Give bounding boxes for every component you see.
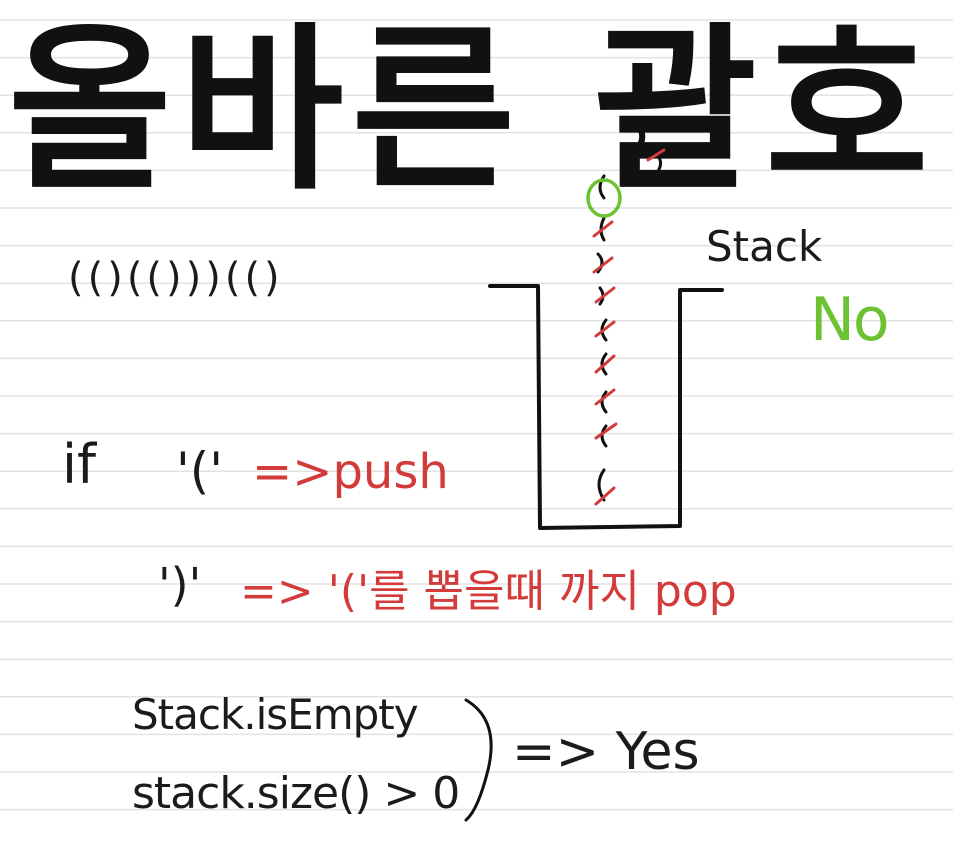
condition-size: stack.size() > 0 — [132, 768, 460, 819]
strike-marks — [592, 148, 666, 506]
push-action: =>push — [252, 444, 449, 500]
title-comma — [633, 125, 646, 153]
page-title: 올바른 괄호 — [8, 7, 937, 214]
condition-isempty: Stack.isEmpty — [132, 690, 419, 739]
stack-label: Stack — [706, 222, 823, 271]
pop-action: => '('를 뽑을때 까지 pop — [240, 566, 737, 617]
stack-container — [488, 284, 724, 530]
example-sequence: (()(()))(() — [68, 255, 284, 301]
if-label: if — [62, 433, 97, 496]
no-verdict: No — [810, 285, 890, 355]
condition-brace — [464, 698, 493, 822]
yes-result: => Yes — [512, 722, 700, 782]
top-element-circle — [586, 178, 622, 218]
open-char: '(' — [176, 442, 223, 500]
close-char: ')' — [158, 558, 202, 612]
